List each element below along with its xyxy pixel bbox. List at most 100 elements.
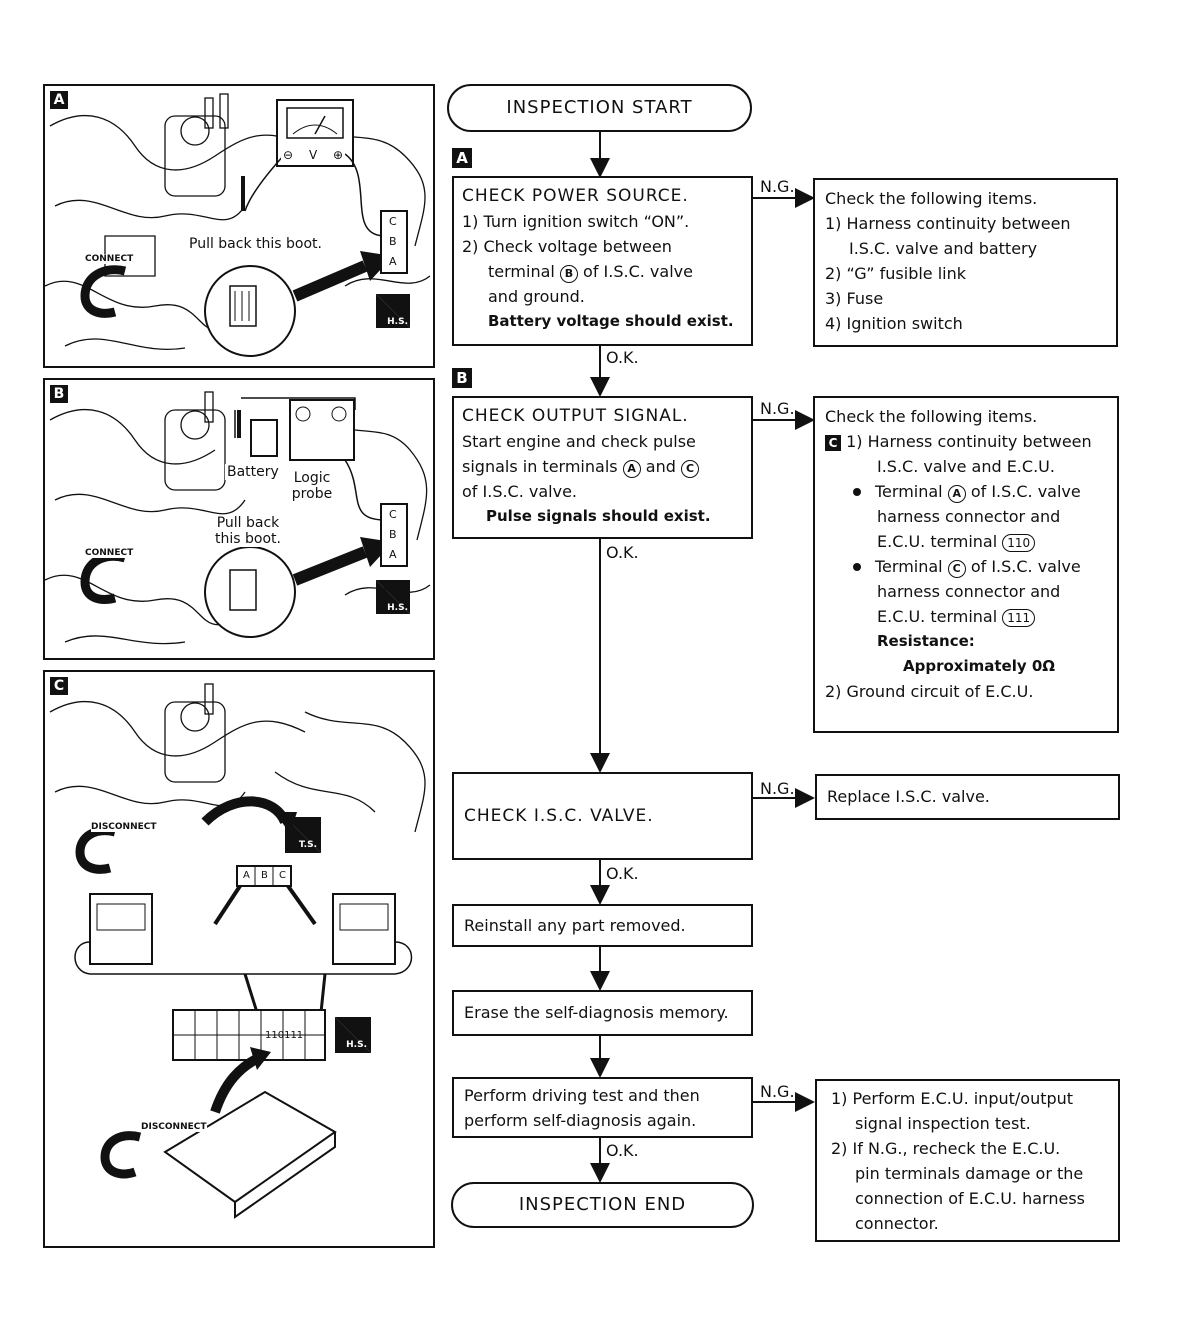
disconnect-label-top: DISCONNECT xyxy=(91,822,157,832)
terminal-a-symbol: A xyxy=(622,460,641,478)
inspection-start: INSPECTION START xyxy=(447,84,752,132)
erase-text: Erase the self-diagnosis memory. xyxy=(464,1003,729,1022)
voltmeter-minus-label: ⊖ xyxy=(281,148,296,162)
logic-probe xyxy=(289,399,355,461)
power-step-2: 2) Check voltage between xyxy=(462,237,672,256)
battery-label: Battery xyxy=(225,464,281,480)
signal-line-3: of I.S.C. valve. xyxy=(462,482,578,501)
terminal-a-symbol: A xyxy=(947,485,966,503)
isc-connector xyxy=(236,865,292,887)
reinstall-box: Reinstall any part removed. xyxy=(452,904,753,947)
driving-ng-item-2-cont-1: pin terminals damage or the xyxy=(855,1164,1084,1183)
battery xyxy=(250,419,278,457)
bullet-icon xyxy=(853,562,861,571)
valve-ng-label: N.G. xyxy=(760,779,795,798)
flow-tag-a: A xyxy=(452,148,472,168)
logic-probe-label: Logic probe xyxy=(285,470,339,502)
disconnect-label-bottom: DISCONNECT xyxy=(141,1122,207,1132)
driving-line-1: Perform driving test and then xyxy=(464,1086,700,1105)
connector-pin-a: A xyxy=(387,255,399,268)
signal-ok-label: O.K. xyxy=(606,543,639,562)
power-criterion: Battery voltage should exist. xyxy=(488,312,734,330)
panel-tag-a: A xyxy=(50,91,68,109)
ecu-terminal-111-symbol: 111 xyxy=(1002,609,1036,627)
power-ng-item-4: 4) Ignition switch xyxy=(825,314,963,333)
signal-title: CHECK OUTPUT SIGNAL. xyxy=(462,406,689,426)
erase-memory-box: Erase the self-diagnosis memory. xyxy=(452,990,753,1036)
engine-illustration-b xyxy=(45,391,431,645)
illustration-panel-a: A ⊖ V ⊕ Pull back this boot. CONNECT C B… xyxy=(43,84,435,368)
pull-back-boot-label: Pull back this boot. xyxy=(201,515,295,547)
driving-ok-label: O.K. xyxy=(606,1141,639,1160)
terminal-b-symbol: B xyxy=(559,265,578,283)
panel-tag-c: C xyxy=(50,677,68,695)
connector-pin-c: C xyxy=(279,870,286,881)
replace-isc-valve-box: Replace I.S.C. valve. xyxy=(815,774,1120,820)
driving-ng-item-1-cont: signal inspection test. xyxy=(855,1114,1031,1133)
connect-label: CONNECT xyxy=(85,254,134,264)
connector-pin-b: B xyxy=(387,235,399,248)
driving-ng-item-1: 1) Perform E.C.U. input/output xyxy=(831,1089,1074,1108)
panel-tag-b: B xyxy=(50,385,68,403)
connector-pin-a: A xyxy=(243,870,250,881)
connector-pin-b: B xyxy=(261,870,268,881)
signal-criterion: Pulse signals should exist. xyxy=(486,507,711,525)
hs-badge-icon: H.S. xyxy=(387,317,408,327)
driving-ng-box: 1) Perform E.C.U. input/output signal in… xyxy=(815,1079,1120,1242)
signal-ng-terminal-a: Terminal A of I.S.C. valve xyxy=(825,479,1107,504)
driving-ng-item-2-cont-3: connector. xyxy=(855,1214,939,1233)
power-ng-label: N.G. xyxy=(760,177,795,196)
valve-title: CHECK I.S.C. VALVE. xyxy=(464,806,654,826)
connector-pin-c: C xyxy=(387,215,399,228)
signal-ng-ecu-111: E.C.U. terminal 111 xyxy=(825,604,1107,629)
driving-test-box: Perform driving test and then perform se… xyxy=(452,1077,753,1138)
inspection-end: INSPECTION END xyxy=(451,1182,754,1228)
valve-ok-label: O.K. xyxy=(606,864,639,883)
voltmeter-plus-label: ⊕ xyxy=(331,148,346,162)
power-ng-item-1-cont: I.S.C. valve and battery xyxy=(849,239,1038,258)
pull-back-boot-label: Pull back this boot. xyxy=(187,236,324,252)
power-step-2-ground: and ground. xyxy=(488,287,585,306)
signal-ng-label: N.G. xyxy=(760,399,795,418)
signal-ng-item-1-cont: I.S.C. valve and E.C.U. xyxy=(877,457,1055,476)
power-step-1: 1) Turn ignition switch “ON”. xyxy=(462,212,690,231)
bullet-icon xyxy=(853,487,861,496)
power-ng-item-2: 2) “G” fusible link xyxy=(825,264,967,283)
power-ng-item-1: 1) Harness continuity between xyxy=(825,214,1071,233)
connect-label: CONNECT xyxy=(85,548,134,558)
connector-pin-a: A xyxy=(387,548,399,561)
check-power-source-box: CHECK POWER SOURCE. 1) Turn ignition swi… xyxy=(452,176,753,346)
power-ng-heading: Check the following items. xyxy=(825,189,1038,208)
flow-tag-b: B xyxy=(452,368,472,388)
panel-c-reference-tag: C xyxy=(825,435,841,451)
illustration-panel-b: B Battery Logic probe Pull back this boo… xyxy=(43,378,435,660)
ecu-terminal-numbers: 110111 xyxy=(265,1030,304,1041)
signal-line-1: Start engine and check pulse xyxy=(462,432,696,451)
signal-ng-item-2: 2) Ground circuit of E.C.U. xyxy=(825,682,1034,701)
power-title: CHECK POWER SOURCE. xyxy=(462,186,689,206)
driving-ng-item-2: 2) If N.G., recheck the E.C.U. xyxy=(831,1139,1061,1158)
signal-ng-heading: Check the following items. xyxy=(825,407,1038,426)
driving-line-2: perform self-diagnosis again. xyxy=(464,1111,697,1130)
terminal-c-symbol: C xyxy=(680,460,699,478)
signal-ng-terminal-c-cont: harness connector and xyxy=(877,582,1061,601)
ts-badge-icon: T.S. xyxy=(298,840,317,850)
connector-pin-b: B xyxy=(387,528,399,541)
ecu-terminal-110-symbol: 110 xyxy=(1002,534,1036,552)
driving-ng-item-2-cont-2: connection of E.C.U. harness xyxy=(855,1189,1085,1208)
signal-ng-resistance-value: Approximately 0Ω xyxy=(903,657,1056,675)
voltmeter-v-label: V xyxy=(307,148,320,162)
terminal-c-symbol: C xyxy=(947,560,966,578)
illustration-panel-c: C DISCONNECT DISCONNECT A B C 110111 T.S… xyxy=(43,670,435,1248)
power-ng-item-3: 3) Fuse xyxy=(825,289,884,308)
signal-line-2: signals in terminals A and C xyxy=(462,454,743,479)
valve-ng-action: Replace I.S.C. valve. xyxy=(827,787,990,806)
power-step-2-terminal: terminal B of I.S.C. valve xyxy=(488,262,693,283)
engine-illustration-c xyxy=(49,683,426,1219)
connector-pin-c: C xyxy=(387,508,399,521)
signal-ng-item-1: C 1) Harness continuity between xyxy=(825,429,1107,454)
hs-badge-icon: H.S. xyxy=(346,1040,367,1050)
reinstall-text: Reinstall any part removed. xyxy=(464,916,686,935)
power-ok-label: O.K. xyxy=(606,348,639,367)
